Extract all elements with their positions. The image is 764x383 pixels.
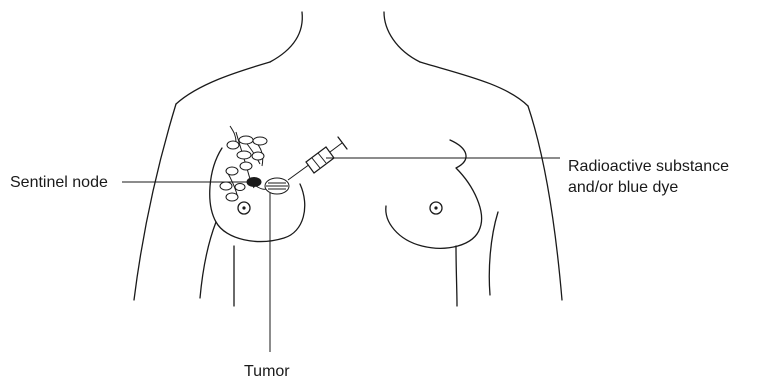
breast-left xyxy=(210,148,305,241)
sentinel-node-label: Sentinel node xyxy=(10,172,108,193)
waist-right-inner xyxy=(456,246,457,306)
arm-left xyxy=(134,104,176,300)
lymph-node xyxy=(227,141,239,149)
lymph-node xyxy=(239,136,253,144)
neck-left xyxy=(270,12,302,62)
arm-right xyxy=(528,106,562,300)
shoulder-right xyxy=(420,62,528,106)
breast-left-outline xyxy=(210,148,305,241)
syringe-needle xyxy=(288,164,310,180)
lymph-node xyxy=(237,151,251,159)
syringe-barrel xyxy=(306,147,334,173)
lymph-node xyxy=(253,137,267,145)
axilla-right xyxy=(489,212,498,295)
syringe-plunger xyxy=(330,143,342,152)
lymph-node xyxy=(240,162,252,170)
lymph-node xyxy=(235,184,245,191)
nipple-right-center xyxy=(434,206,437,209)
lymph-node xyxy=(226,167,238,175)
breast-right-outline xyxy=(386,140,482,248)
nipple-left-center xyxy=(242,206,245,209)
lymph-network xyxy=(220,126,270,201)
injection-label-line1: Radioactive substance xyxy=(568,156,729,177)
torso-outline xyxy=(134,12,562,306)
lymph-vessel xyxy=(230,126,236,142)
syringe-plunger-head xyxy=(338,137,347,149)
tumor xyxy=(265,178,289,194)
lymph-node xyxy=(226,193,238,201)
neck-right xyxy=(384,12,420,62)
lymph-node xyxy=(220,182,232,190)
waist-left xyxy=(200,222,216,298)
breast-right xyxy=(386,140,482,248)
tumor-label: Tumor xyxy=(244,361,290,382)
injection-label: Radioactive substance and/or blue dye xyxy=(568,156,729,198)
sentinel-node xyxy=(247,178,261,187)
injection-label-line2: and/or blue dye xyxy=(568,177,729,198)
shoulder-left xyxy=(176,62,270,104)
lymph-node xyxy=(252,152,264,160)
